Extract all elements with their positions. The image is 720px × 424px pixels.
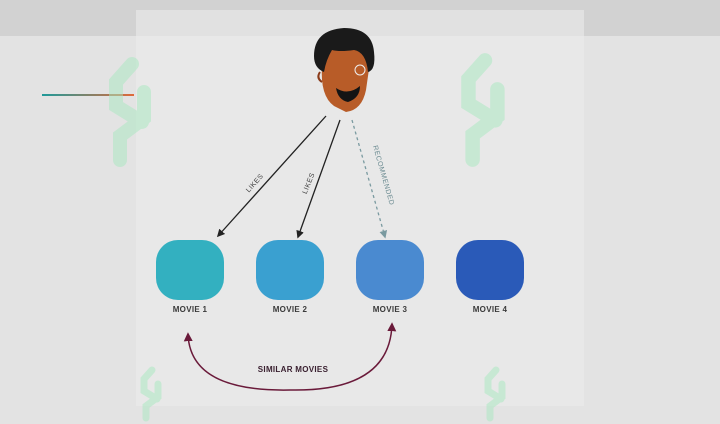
recommended-arrow xyxy=(351,119,388,239)
movie-1-node xyxy=(156,240,224,300)
diagram-canvas xyxy=(183,115,397,391)
similar-arc xyxy=(183,322,397,391)
likes-arrow-1 xyxy=(216,115,327,238)
movie-4-node xyxy=(456,240,524,300)
accent-line xyxy=(42,94,134,96)
movie-3-label: MOVIE 3 xyxy=(372,305,408,314)
movie-1-label: MOVIE 1 xyxy=(172,305,208,314)
soff-logo-icon xyxy=(461,53,505,167)
movie-2-label: MOVIE 2 xyxy=(272,305,308,314)
person-face-icon xyxy=(314,28,375,112)
likes-arrow-2 xyxy=(296,119,341,239)
movie-3-node xyxy=(356,240,424,300)
movie-4-label: MOVIE 4 xyxy=(472,305,508,314)
soff-logo-icon xyxy=(109,57,151,167)
movie-2-node xyxy=(256,240,324,300)
similar-movies-label: SIMILAR MOVIES xyxy=(257,365,329,374)
